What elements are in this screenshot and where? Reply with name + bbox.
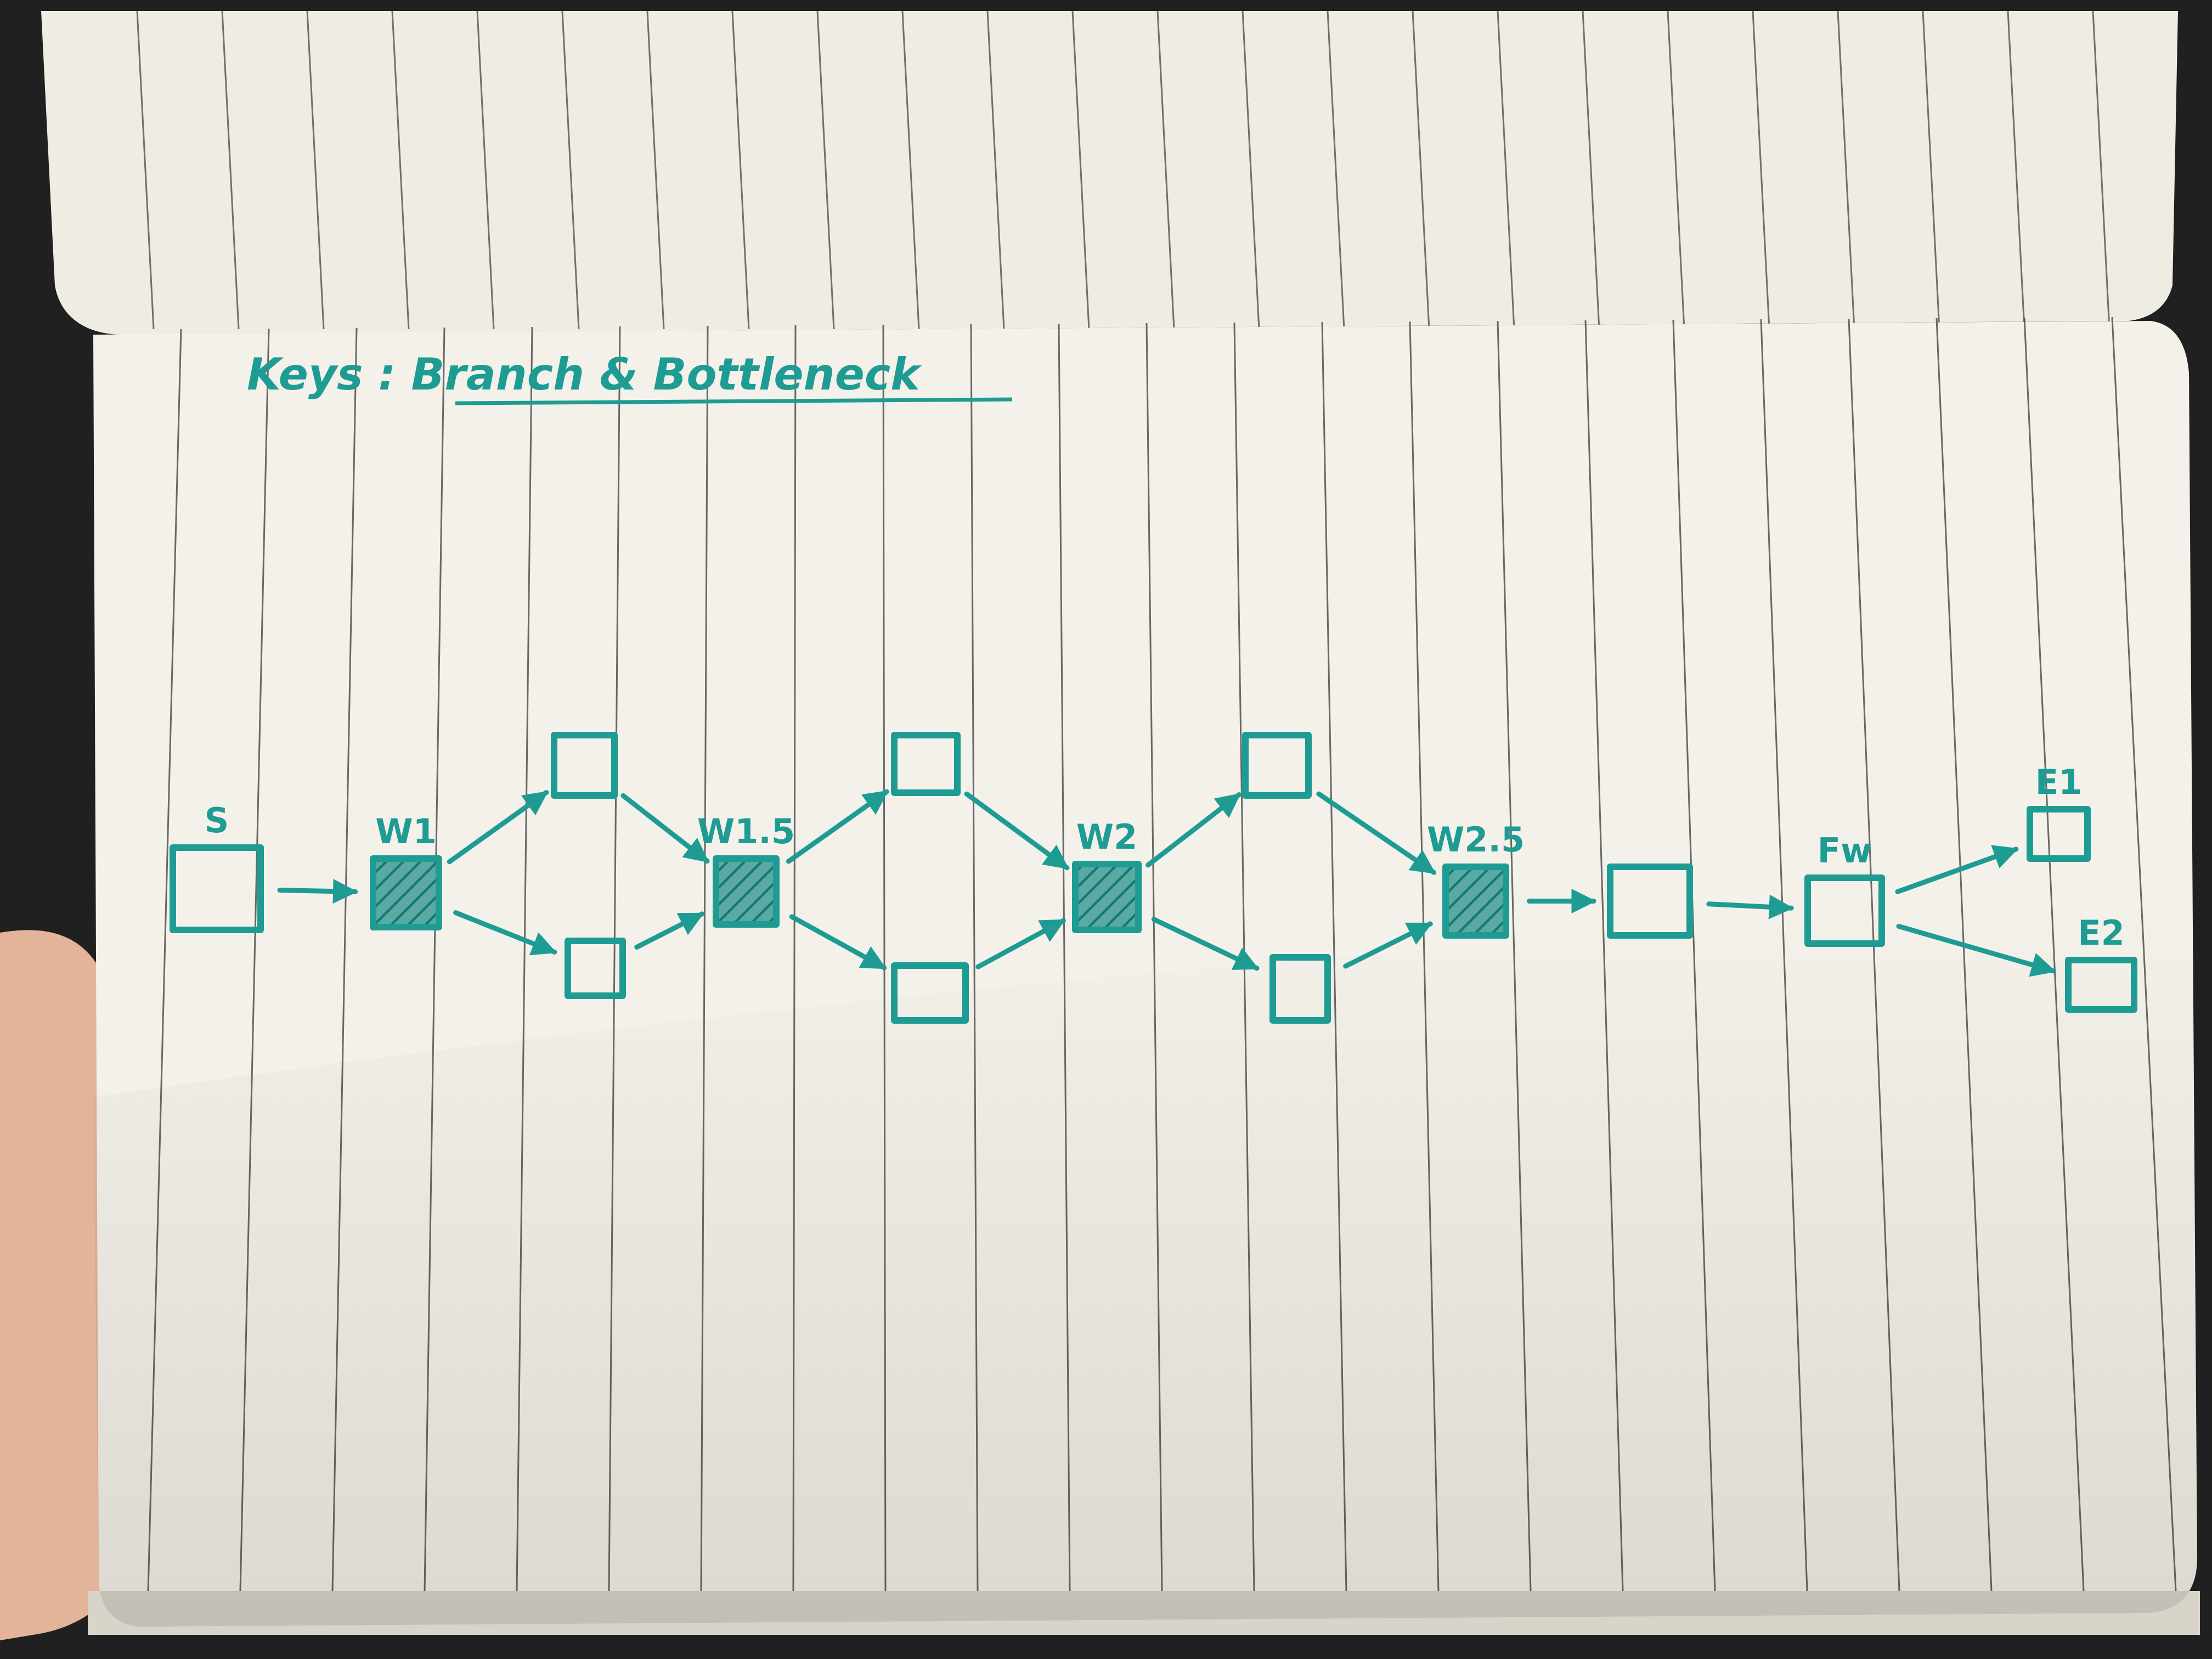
node-box: [2065, 957, 2137, 1013]
edge-b2d-w2: [975, 918, 1066, 969]
back-page-rule-line: [561, 10, 580, 330]
node-box: [1607, 864, 1693, 939]
node-e2: E2: [2065, 913, 2137, 1013]
node-b2u: [891, 732, 961, 796]
edge-w1-b1u: [447, 789, 549, 865]
node-label: E2: [2078, 913, 2125, 953]
edge-b1u-w15: [620, 793, 710, 864]
node-box: [891, 962, 969, 1024]
back-page-rule-line: [221, 10, 240, 330]
back-page-rules: [136, 10, 2111, 330]
back-page-rule-line: [1497, 10, 1515, 330]
node-label: S: [205, 800, 229, 840]
edge-w15-b2d: [789, 914, 887, 970]
node-box: [1242, 732, 1312, 799]
node-b3d: [1269, 954, 1331, 1024]
back-page-rule-line: [1412, 10, 1430, 330]
node-label: Fw: [1818, 831, 1872, 871]
node-e1: E1: [2027, 762, 2091, 862]
node-box: [2027, 806, 2091, 862]
title-underline: [455, 397, 1013, 405]
bottleneck-box: [370, 855, 442, 930]
edge-mid-fw: [1706, 894, 1794, 919]
node-box: [565, 938, 626, 999]
node-label: W2: [1076, 817, 1138, 857]
edge-b2u-w2: [964, 791, 1070, 871]
back-page-rule-line: [731, 10, 750, 330]
node-mid: [1607, 864, 1693, 939]
node-b2d: [891, 962, 969, 1024]
back-page-rule-line: [1327, 10, 1345, 330]
node-w15: W1.5: [697, 811, 795, 928]
back-page-rule-line: [986, 10, 1005, 330]
back-page-rule-line: [391, 10, 410, 330]
back-page-rule-line: [646, 10, 665, 330]
bottleneck-box: [713, 855, 780, 928]
back-page-rule-line: [1922, 10, 1940, 330]
back-page-rule-line: [1752, 10, 1770, 330]
node-w1: W1: [370, 811, 442, 930]
node-box: [891, 732, 961, 796]
edge-b3d-w25: [1343, 921, 1433, 969]
node-b1u: [551, 732, 618, 799]
edge-w2-b3u: [1146, 792, 1242, 868]
node-label: W1: [375, 811, 437, 851]
diagram-edges: [277, 789, 2057, 977]
node-box: [1269, 954, 1331, 1024]
back-page-rule-line: [2007, 10, 2025, 330]
node-w25: W2.5: [1427, 820, 1525, 939]
edge-s-w1: [277, 879, 358, 904]
edge-b3u-w25: [1316, 791, 1437, 875]
edge-w2-b3d: [1151, 917, 1260, 971]
edge-b1d-w15: [634, 911, 705, 950]
node-w2: W2: [1072, 817, 1142, 933]
back-page-rule-line: [816, 10, 835, 330]
node-fw: Fw: [1804, 831, 1885, 947]
edge-fw-e1: [1895, 845, 2019, 894]
back-page-rule-line: [1156, 10, 1175, 330]
node-label: W1.5: [697, 811, 795, 851]
edge-w1-b1d: [453, 910, 557, 956]
back-page-rule-line: [306, 10, 325, 330]
back-page: [41, 11, 2178, 335]
node-box: [551, 732, 618, 799]
edge-w15-b2u: [786, 789, 889, 864]
node-b1d: [565, 938, 626, 999]
back-page-rule-line: [476, 10, 495, 330]
back-page-rule-line: [1582, 10, 1600, 330]
node-label: E1: [2035, 762, 2083, 802]
back-page-rule-line: [1242, 10, 1260, 330]
back-page-rule-line: [1667, 10, 1685, 330]
node-box: [1804, 874, 1885, 947]
node-b3u: [1242, 732, 1312, 799]
bottleneck-box: [1072, 861, 1142, 933]
page-shadow: [93, 905, 2197, 1627]
node-label: W2.5: [1427, 820, 1525, 860]
node-box: [170, 844, 264, 933]
node-s: S: [170, 800, 264, 933]
back-page-rule-line: [136, 10, 155, 330]
back-page-rule-line: [1071, 10, 1090, 330]
page-title: Keys : Branch & Bottleneck: [247, 349, 922, 400]
bottleneck-box: [1442, 864, 1509, 939]
edge-fw-e2: [1896, 923, 2057, 977]
back-page-rule-line: [901, 10, 920, 330]
back-page-rule-line: [2092, 10, 2111, 330]
back-page-rule-line: [1837, 10, 1855, 330]
